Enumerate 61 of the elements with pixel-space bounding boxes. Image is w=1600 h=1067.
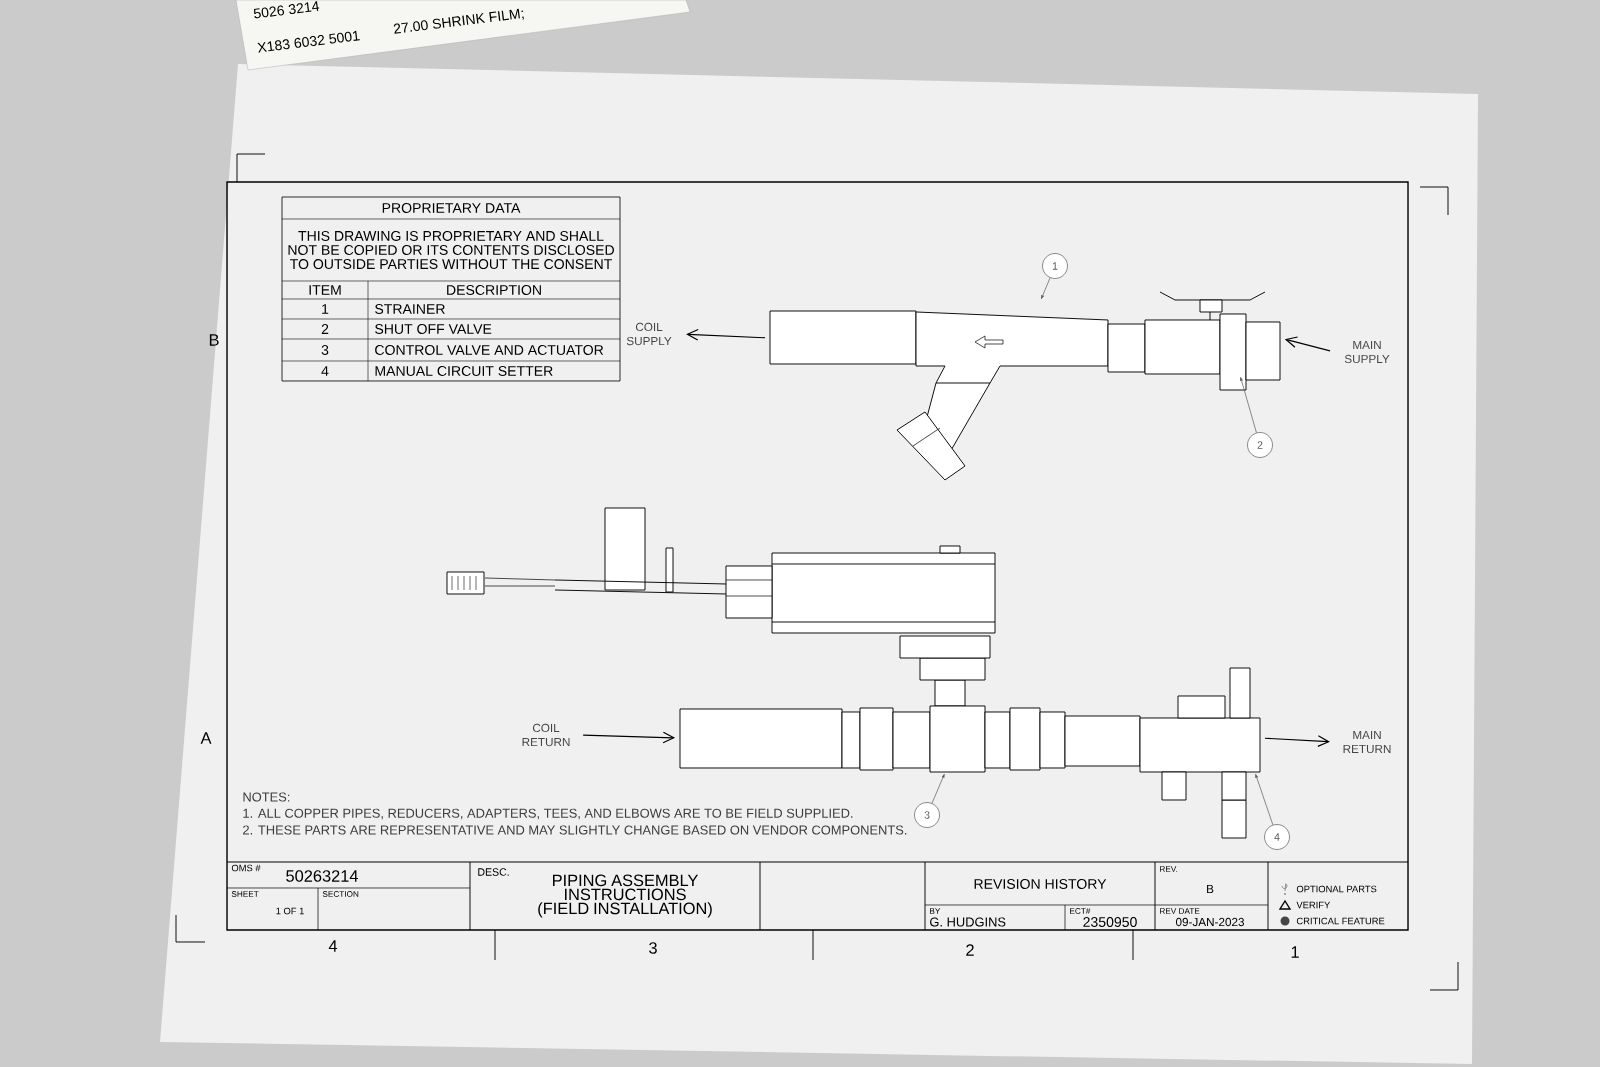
leader-line [1041, 277, 1051, 299]
leader-line [931, 774, 945, 804]
field-value: 50263214 [286, 870, 358, 882]
arrow [582, 731, 676, 744]
field-value: B [1207, 884, 1214, 894]
field-label: BY [930, 908, 941, 914]
strainer-valve-drawing [769, 291, 1281, 391]
item-number: 4 [321, 366, 329, 376]
callout-number: 3 [914, 802, 940, 828]
legend-label: CRITICAL FEATURE [1296, 917, 1385, 925]
field-value: 1 OF 1 [276, 907, 304, 915]
main-return-label: MAIN RETURN [1343, 730, 1391, 754]
field-label: REV. [1160, 866, 1178, 872]
zone-number: 4 [328, 940, 338, 952]
field-label: SECTION [322, 891, 359, 897]
callout-number: 4 [1264, 824, 1290, 850]
legend-label: OPTIONAL PARTS [1296, 885, 1377, 893]
field-value: 2350950 [1083, 917, 1137, 927]
item-number: 1 [322, 304, 329, 314]
column-heading: DESCRIPTION [447, 285, 541, 295]
zone-letter: A [200, 732, 212, 744]
leader-line [1255, 774, 1274, 826]
column-heading: ITEM [309, 285, 341, 295]
field-label: SHEET [231, 891, 259, 897]
field-label: DESC. [478, 868, 509, 876]
item-description: MANUAL CIRCUIT SETTER [375, 366, 553, 376]
item-description: STRAINER [375, 304, 445, 314]
field-value: PIPING ASSEMBLY INSTRUCTIONS (FIELD INSTALLATION) [538, 874, 712, 918]
label-code: 5026 3214 [254, 1, 320, 19]
zone-number: 1 [1291, 946, 1299, 958]
notice-text: THIS DRAWING IS PROPRIETARY AND SHALL NOT BE COPIED OR ITS CONTENTS DISCLOSED TO OUTSIDE PARTIES WITHOUT THE CONSENT [288, 230, 614, 269]
arrow [1284, 336, 1331, 352]
zone-number: 2 [966, 944, 974, 956]
callout-number: 1 [1042, 253, 1068, 279]
control-valve-drawing [679, 667, 1261, 801]
main-supply-label: MAIN SUPPLY [1344, 340, 1390, 364]
item-number: 2 [321, 324, 329, 334]
item-description: CONTROL VALVE AND ACTUATOR [375, 345, 604, 355]
callout-number: 2 [1247, 432, 1273, 458]
notes-heading: NOTES: [243, 792, 290, 802]
field-label: REV DATE [1160, 908, 1200, 914]
zone-number: 3 [649, 942, 657, 954]
field-value: REVISION HISTORY [974, 879, 1107, 889]
field-value: 09-JAN-2023 [1175, 917, 1244, 927]
note-text: 1. ALL COPPER PIPES, REDUCERS, ADAPTERS, TEES, AND ELBOWS ARE TO BE FIELD SUPPLIED. [243, 808, 853, 820]
coil-return-label: COIL RETURN [522, 723, 570, 747]
leader-line [1240, 377, 1257, 433]
field-value: G. HUDGINS [930, 917, 1006, 927]
note-text: 2. THESE PARTS ARE REPRESENTATIVE AND MAY SLIGHTLY CHANGE BASED ON VENDOR COMPONENTS. [243, 825, 907, 835]
field-label: ECT# [1070, 908, 1091, 914]
coil-supply-label: COIL SUPPLY [626, 322, 672, 346]
label-text: 27.00 SHRINK FILM; [393, 8, 524, 34]
field-label: OMS # [231, 864, 261, 872]
item-description: SHUT OFF VALVE [375, 324, 492, 334]
arrow [1264, 735, 1330, 747]
zone-letter: B [209, 334, 219, 346]
item-number: 3 [321, 345, 329, 355]
label-code: X183 6032 5001 [257, 30, 360, 53]
legend-label: VERIFY [1296, 901, 1331, 909]
arrow [686, 328, 766, 341]
table-heading: PROPRIETARY DATA [382, 203, 521, 213]
